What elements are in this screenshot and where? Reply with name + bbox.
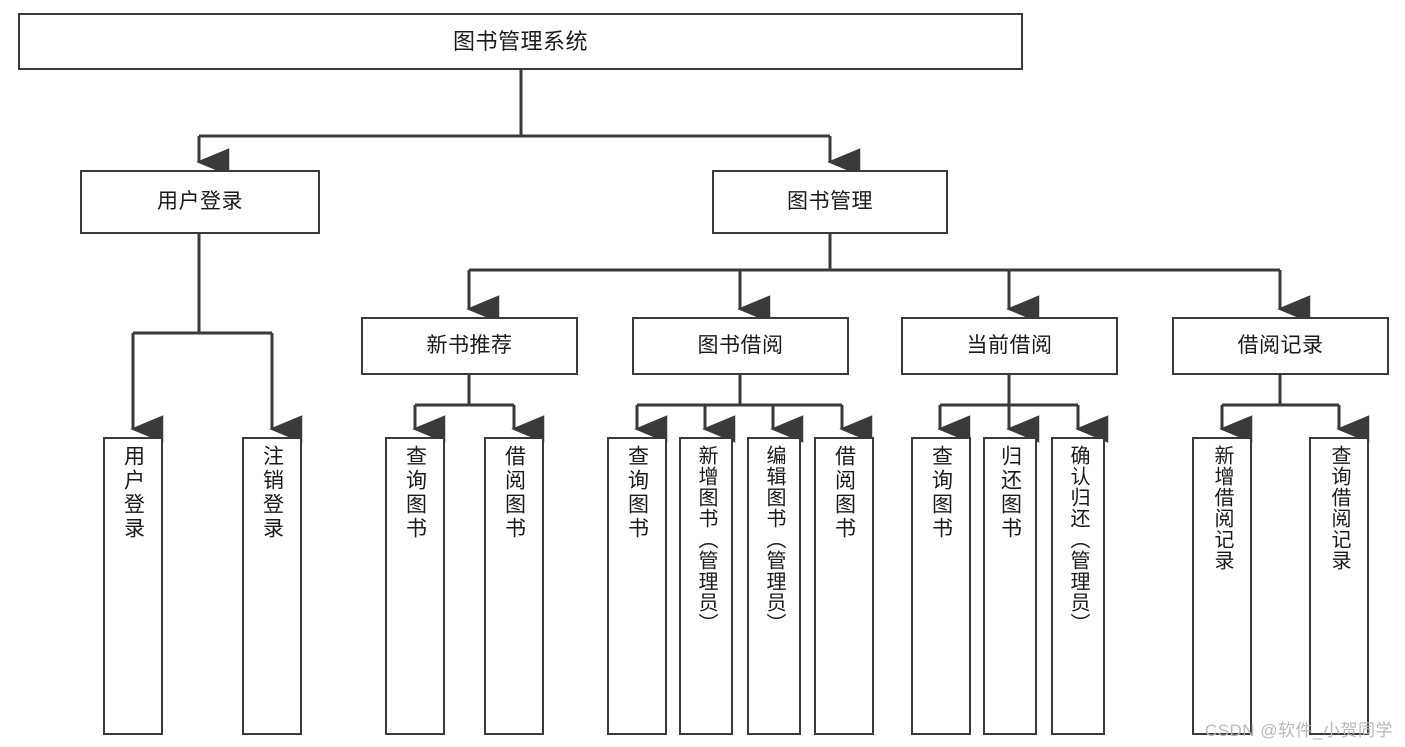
node-label: 查询图书 [403,445,427,541]
leaf-borrow-book-recommend[interactable]: 借阅图书 [484,437,544,735]
node-book-management[interactable]: 图书管理 [712,170,948,234]
node-label: 查询借阅记录 [1328,445,1350,571]
node-label: 用户登录 [121,445,145,541]
node-current-borrow[interactable]: 当前借阅 [901,317,1118,375]
leaf-return-book[interactable]: 归还图书 [983,437,1037,735]
node-label: 借阅图书 [502,445,526,541]
node-label: 确认归还（管理员） [1067,445,1089,634]
node-label: 借阅记录 [1237,333,1324,357]
node-root-system[interactable]: 图书管理系统 [18,13,1023,70]
node-borrow-record[interactable]: 借阅记录 [1172,317,1389,375]
node-label: 查询图书 [929,445,953,541]
node-label: 图书管理 [787,189,873,213]
node-label: 当前借阅 [966,333,1053,357]
node-user-login[interactable]: 用户登录 [80,170,320,234]
node-label: 编辑图书（管理员） [763,445,785,634]
node-label: 新增借阅记录 [1211,445,1233,571]
node-label: 图书管理系统 [452,28,588,54]
leaf-edit-book-admin[interactable]: 编辑图书（管理员） [747,437,801,735]
node-label: 归还图书 [998,445,1022,541]
leaf-borrow-book[interactable]: 借阅图书 [814,437,874,735]
node-label: 借阅图书 [832,445,856,541]
leaf-logout[interactable]: 注销登录 [242,437,302,735]
leaf-user-login[interactable]: 用户登录 [103,437,163,735]
leaf-query-book-current[interactable]: 查询图书 [911,437,971,735]
watermark-text: CSDN @软件_小贺同学 [1204,721,1393,740]
node-label: 查询图书 [625,445,649,541]
node-label: 图书借阅 [697,333,784,357]
leaf-query-book-recommend[interactable]: 查询图书 [385,437,445,735]
node-label: 新书推荐 [426,333,513,357]
node-label: 新增图书（管理员） [695,445,717,634]
node-new-book-recommend[interactable]: 新书推荐 [361,317,578,375]
leaf-add-book-admin[interactable]: 新增图书（管理员） [679,437,733,735]
leaf-add-borrow-record[interactable]: 新增借阅记录 [1192,437,1252,735]
leaf-query-book-borrow[interactable]: 查询图书 [607,437,667,735]
node-label: 注销登录 [260,445,284,541]
leaf-confirm-return-admin[interactable]: 确认归还（管理员） [1051,437,1105,735]
leaf-query-borrow-record[interactable]: 查询借阅记录 [1309,437,1369,735]
node-label: 用户登录 [157,189,243,213]
node-book-borrow[interactable]: 图书借阅 [632,317,849,375]
